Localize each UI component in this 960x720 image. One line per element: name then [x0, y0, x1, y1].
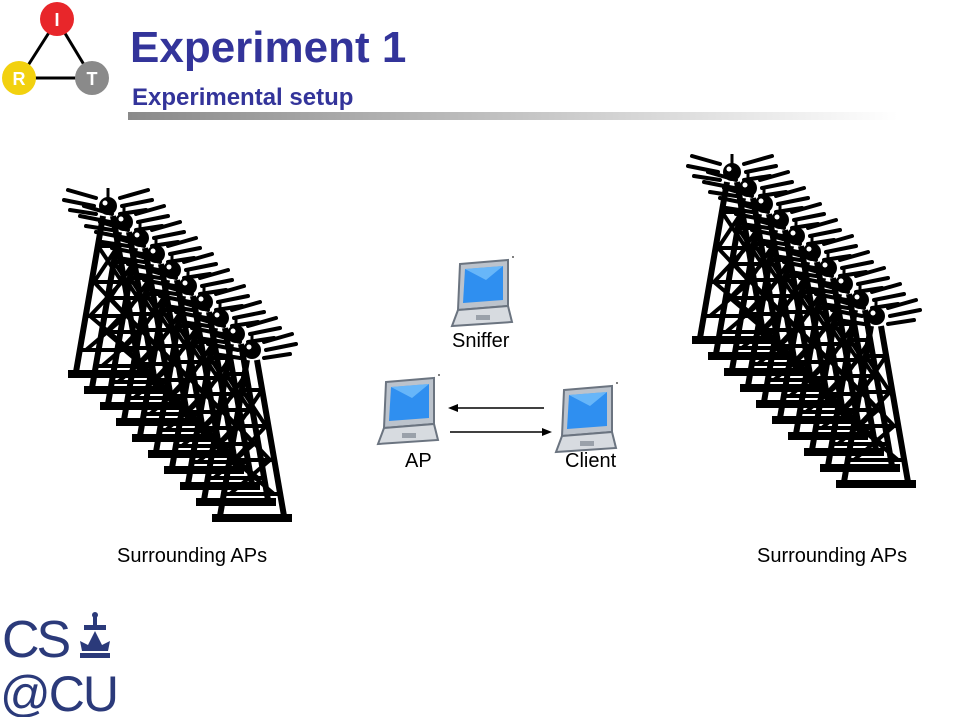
irt-logo: I R T: [2, 2, 109, 95]
slide-title: Experiment 1: [130, 23, 407, 72]
surrounding-aps-left: [64, 188, 296, 522]
irt-node-t-label: T: [87, 69, 98, 89]
title-divider: [128, 112, 898, 120]
ap-label: AP: [405, 450, 432, 472]
surrounding-aps-right-label: Surrounding APs: [757, 545, 908, 567]
surrounding-aps-left-label: Surrounding APs: [117, 545, 268, 567]
cs-cu-logo: CS @CU: [0, 611, 119, 717]
irt-node-i-label: I: [54, 10, 59, 30]
ap-laptop-icon: [377, 374, 441, 445]
client-laptop-icon: [555, 382, 619, 453]
sniffer-label: Sniffer: [452, 330, 510, 352]
edge-ap-to-client: [450, 428, 552, 436]
surrounding-aps-right: [688, 154, 920, 488]
irt-node-t: T: [75, 61, 109, 95]
edge-client-to-ap: [448, 404, 544, 412]
at-cu-logo-text: @CU: [0, 666, 117, 717]
irt-node-i: I: [40, 2, 74, 36]
slide-subtitle: Experimental setup: [132, 84, 354, 111]
client-label: Client: [565, 450, 617, 472]
irt-node-r: R: [2, 61, 36, 95]
crown-icon: [80, 612, 110, 658]
cs-logo-text: CS: [2, 611, 70, 669]
irt-node-r-label: R: [13, 69, 26, 89]
sniffer-laptop-icon: [451, 256, 515, 327]
